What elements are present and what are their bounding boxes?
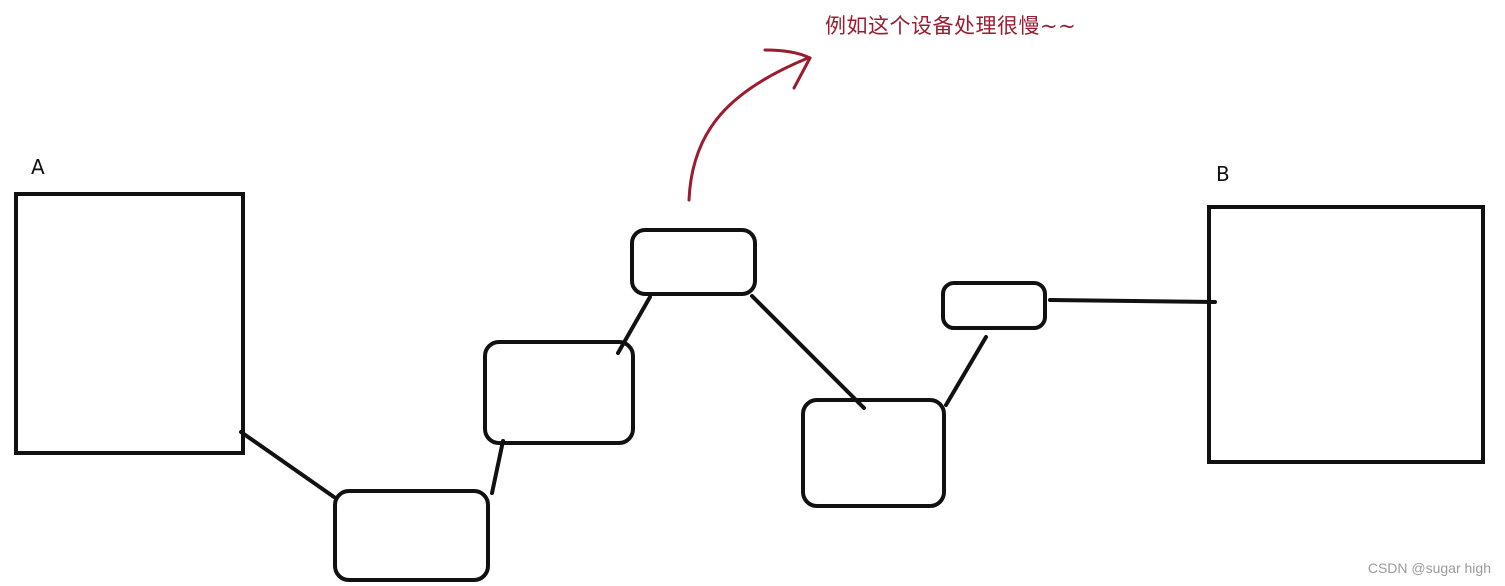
link-router1-router2	[490, 439, 505, 495]
host-b-box	[1207, 205, 1485, 464]
router-3-slow	[630, 228, 757, 296]
slow-device-annotation: 例如这个设备处理很慢~~	[825, 14, 1077, 38]
router-2	[483, 340, 635, 445]
links	[239, 294, 1217, 499]
watermark: CSDN @sugar high	[1367, 560, 1491, 576]
host-b-label: B	[1216, 162, 1230, 186]
link-router3-router4	[750, 294, 866, 410]
link-router2-router3	[616, 295, 652, 355]
host-a-box	[14, 192, 245, 455]
link-router4-router5	[944, 335, 988, 407]
link-router5-b	[1048, 298, 1217, 304]
router-4	[801, 398, 946, 508]
link-a-router1	[239, 430, 336, 499]
router-5	[941, 281, 1047, 330]
host-a-label: A	[31, 155, 45, 179]
router-1	[333, 489, 490, 582]
arrow-icon	[687, 48, 812, 202]
